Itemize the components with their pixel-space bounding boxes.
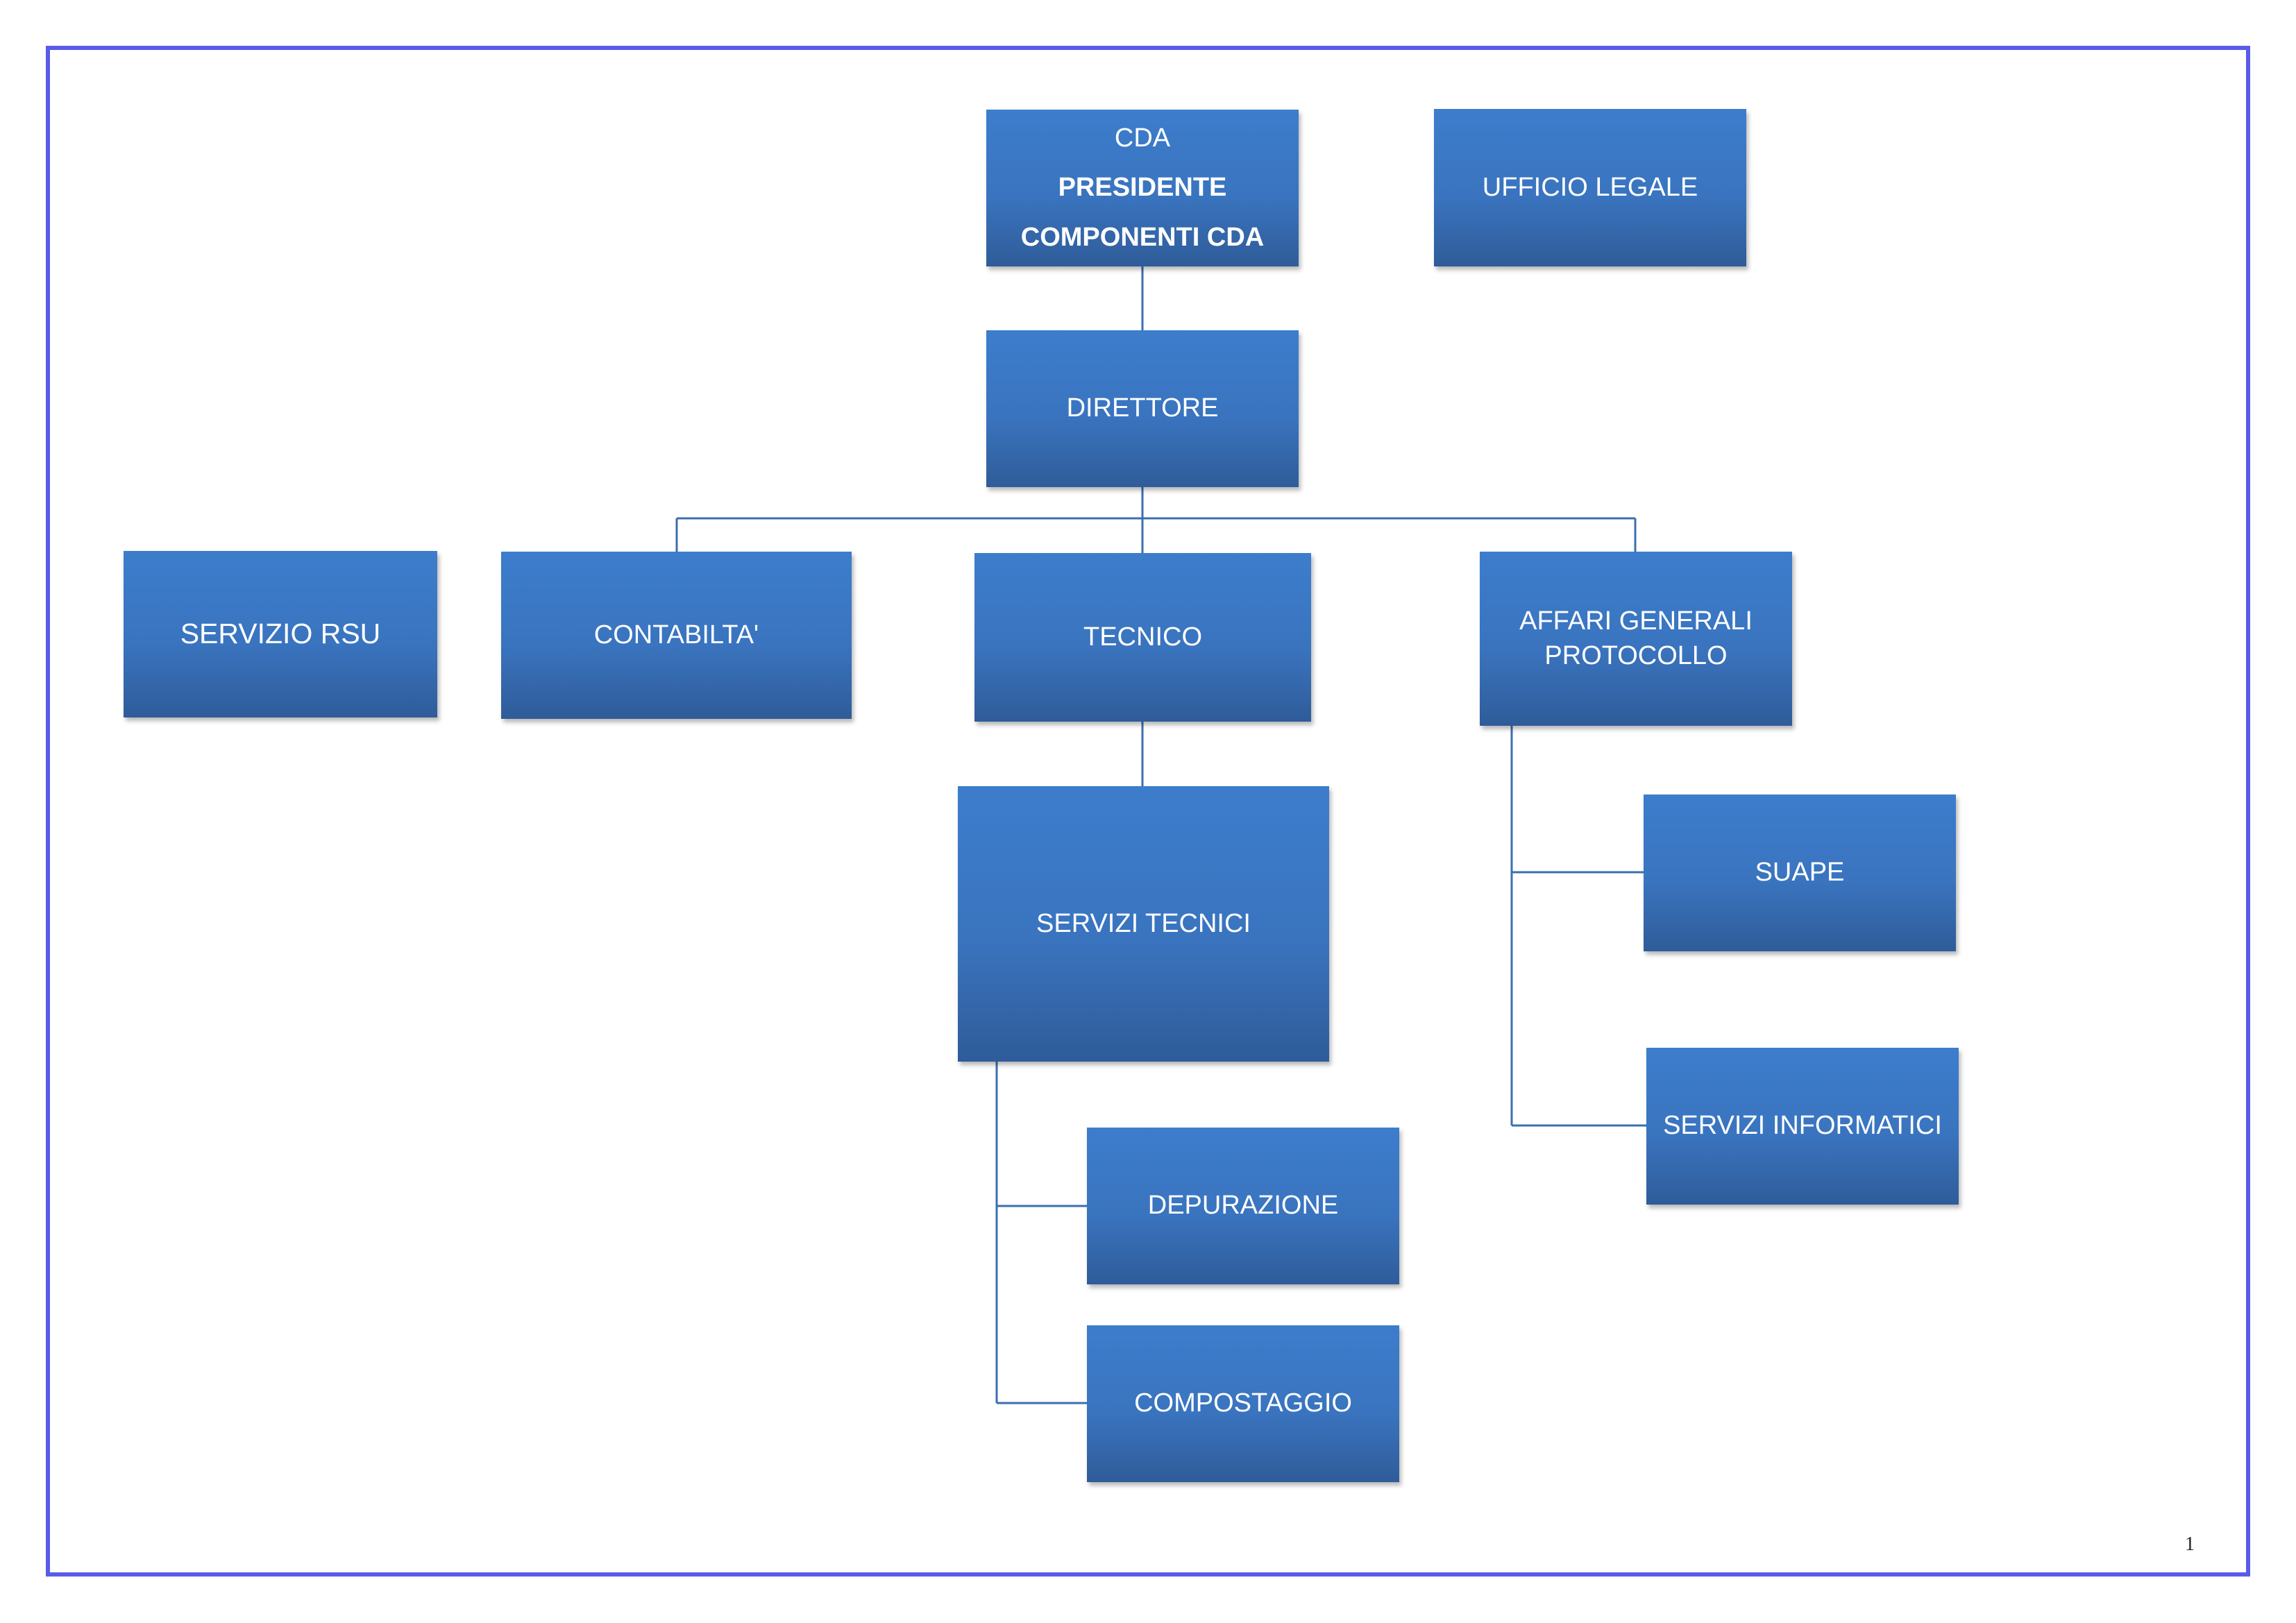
presidente-label: PRESIDENTE <box>1058 173 1227 203</box>
node-direttore: DIRETTORE <box>986 330 1299 487</box>
node-depurazione: DEPURAZIONE <box>1087 1128 1399 1284</box>
affari-generali-label: AFFARI GENERALI <box>1519 606 1753 636</box>
node-compostaggio: COMPOSTAGGIO <box>1087 1325 1399 1482</box>
node-contabilita: CONTABILTA' <box>501 552 852 719</box>
page-frame <box>46 46 2250 1577</box>
node-servizi-tecnici: SERVIZI TECNICI <box>958 786 1329 1062</box>
node-servizio-rsu: SERVIZIO RSU <box>124 551 437 717</box>
node-tecnico: TECNICO <box>974 553 1311 722</box>
servizi-informatici-label: SERVIZI INFORMATICI <box>1663 1111 1942 1141</box>
tecnico-label: TECNICO <box>1083 622 1202 652</box>
contabilita-label: CONTABILTA' <box>593 620 759 649</box>
node-servizi-informatici: SERVIZI INFORMATICI <box>1646 1048 1959 1205</box>
protocollo-label: PROTOCOLLO <box>1544 640 1728 670</box>
ufficio-legale-label: UFFICIO LEGALE <box>1482 172 1698 202</box>
direttore-label: DIRETTORE <box>1066 393 1219 423</box>
node-ufficio-legale: UFFICIO LEGALE <box>1434 109 1746 266</box>
servizi-tecnici-label: SERVIZI TECNICI <box>1036 908 1251 938</box>
servizio-rsu-label: SERVIZIO RSU <box>180 618 381 650</box>
suape-label: SUAPE <box>1755 858 1845 887</box>
page-number: 1 <box>2185 1533 2195 1555</box>
compostaggio-label: COMPOSTAGGIO <box>1134 1388 1352 1418</box>
node-suape: SUAPE <box>1644 794 1956 951</box>
node-cda: CDA PRESIDENTE COMPONENTI CDA <box>986 110 1299 266</box>
componenti-cda-label: COMPONENTI CDA <box>1020 222 1265 252</box>
cda-label: CDA <box>1114 123 1171 153</box>
depurazione-label: DEPURAZIONE <box>1147 1191 1339 1221</box>
node-affari-generali: AFFARI GENERALI PROTOCOLLO <box>1480 552 1792 726</box>
